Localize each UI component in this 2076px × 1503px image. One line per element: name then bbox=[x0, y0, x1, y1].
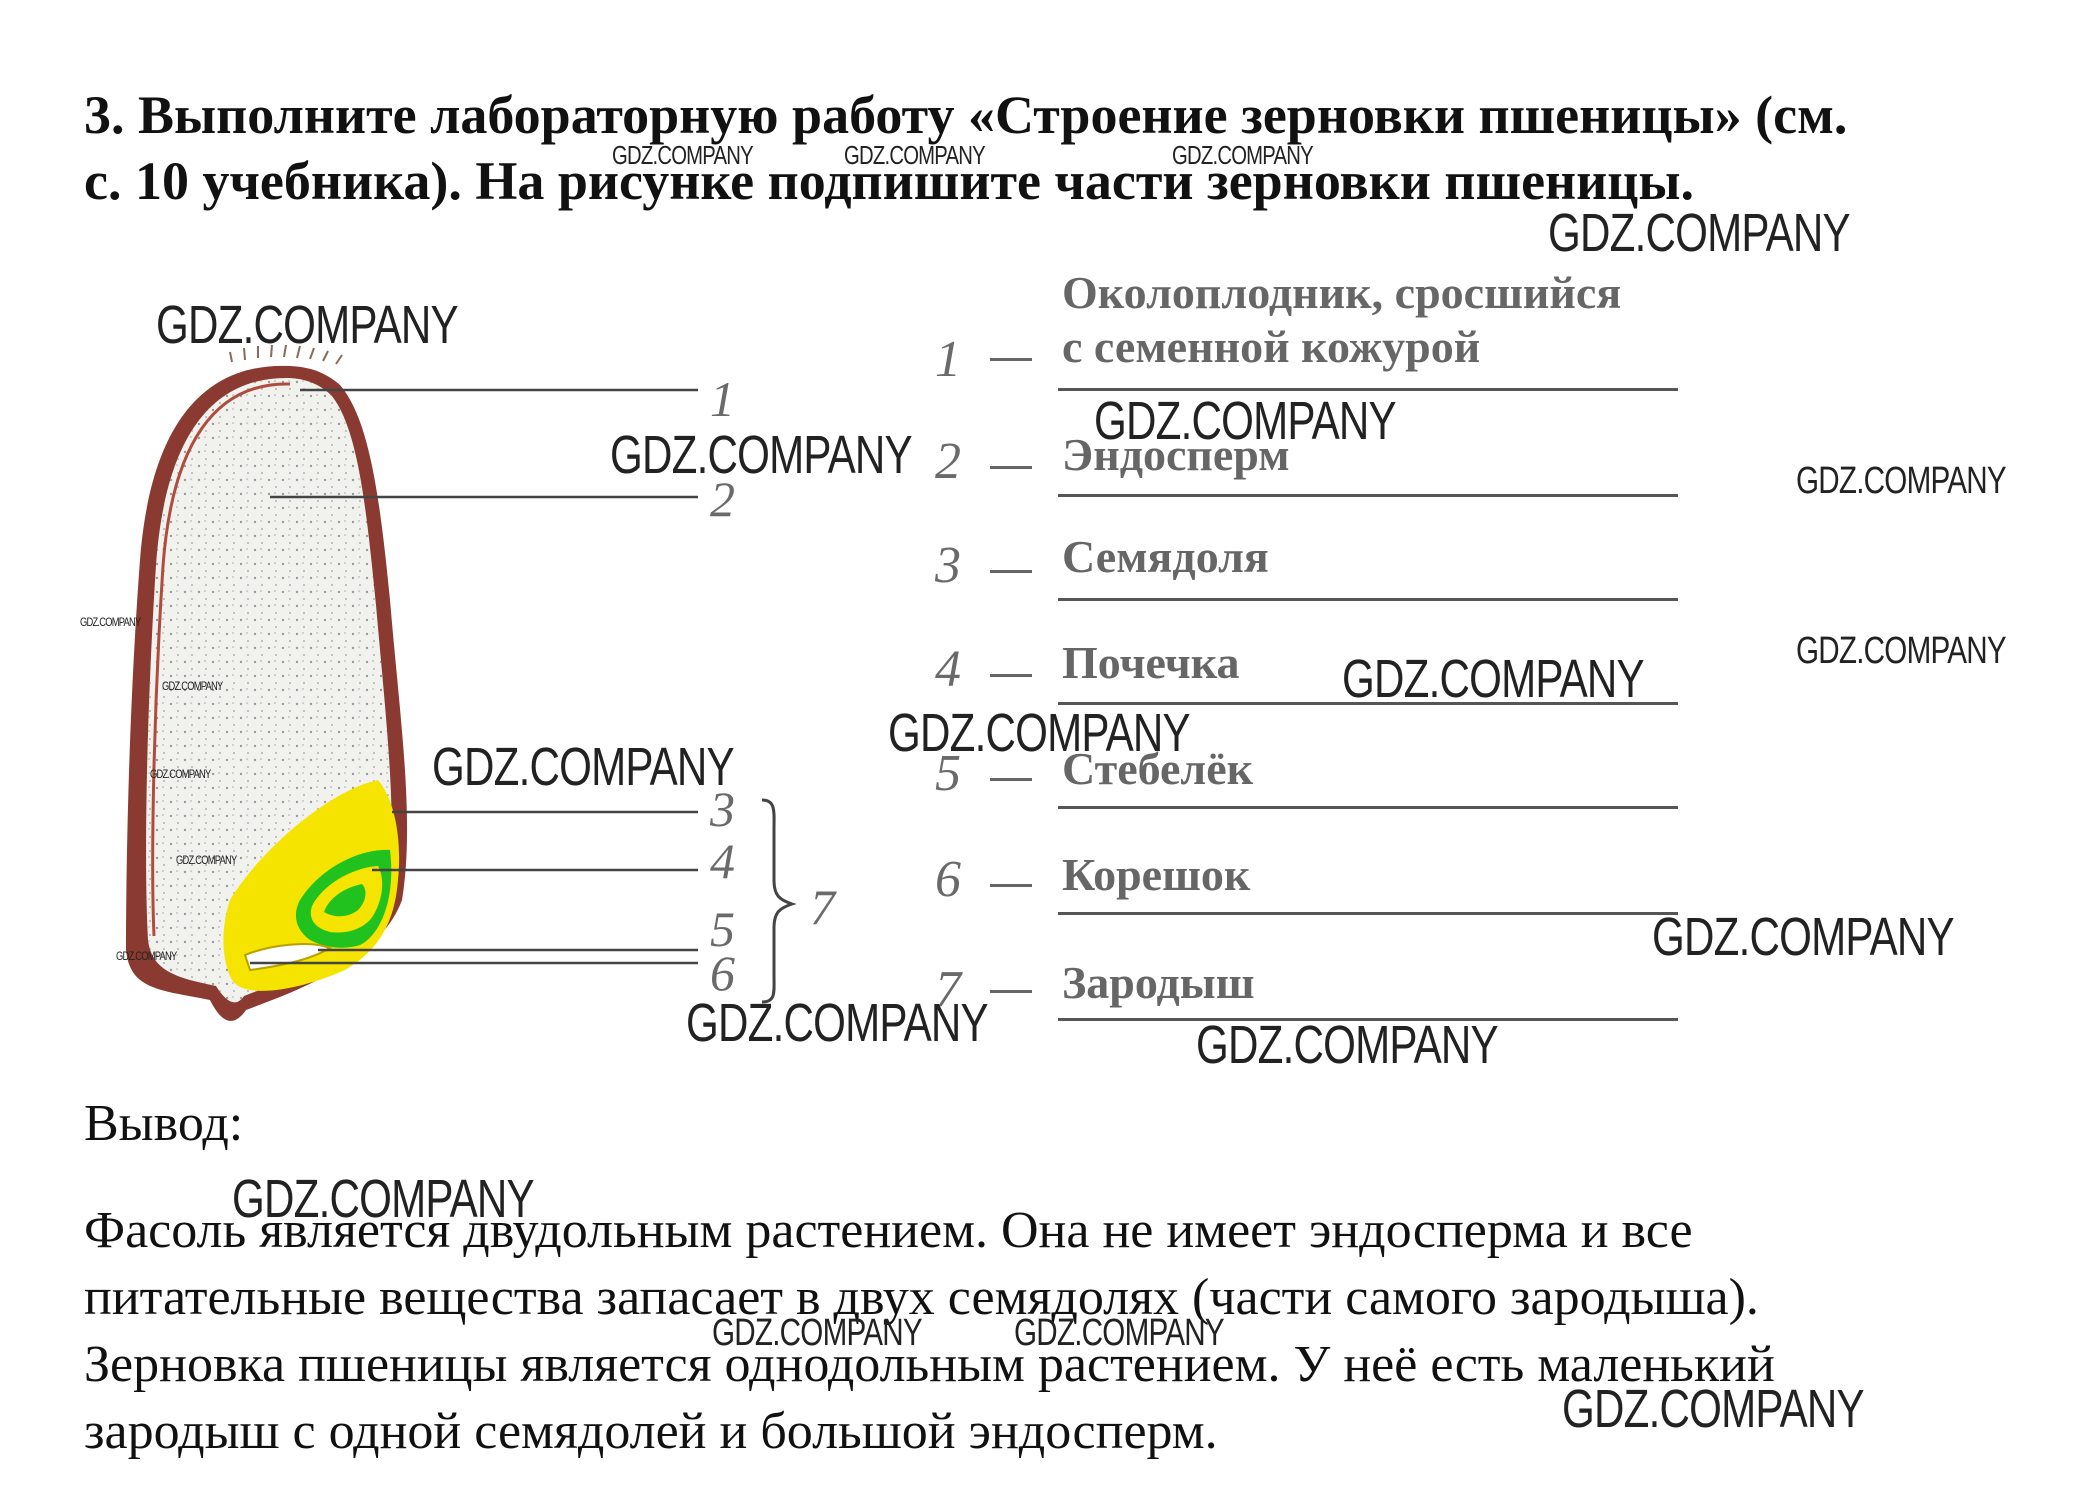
watermark: GDZ.COMPANY bbox=[150, 767, 211, 781]
watermark: GDZ.COMPANY bbox=[116, 949, 177, 963]
watermark: GDZ.COMPANY bbox=[156, 295, 459, 355]
conclusion-line-1: Фасоль является двудольным растением. Он… bbox=[84, 1202, 1693, 1259]
conclusion-heading: Вывод: bbox=[84, 1095, 244, 1152]
conclusion-line-4: зародыш с одной семядолей и большой эндо… bbox=[84, 1403, 1218, 1460]
watermark: GDZ.COMPANY bbox=[432, 737, 735, 797]
conclusion-text: Фасоль является двудольным растением. Он… bbox=[84, 1197, 2034, 1465]
marker-5: 5 bbox=[710, 901, 735, 957]
watermark: GDZ.COMPANY bbox=[1196, 1015, 1499, 1075]
conclusion-line-3: Зерновка пшеницы является однодольным ра… bbox=[84, 1336, 1775, 1393]
watermark: GDZ.COMPANY bbox=[1652, 907, 1955, 967]
task-title-line-1: 3. Выполните лабораторную работу «Строен… bbox=[84, 85, 1848, 145]
watermark: GDZ.COMPANY bbox=[1094, 391, 1397, 451]
watermark: GDZ.COMPANY bbox=[80, 615, 141, 629]
watermark: GDZ.COMPANY bbox=[232, 1169, 535, 1229]
task-title-line-2: с. 10 учебника). На рисунке подпишите ча… bbox=[84, 151, 1695, 211]
watermark: GDZ.COMPANY bbox=[712, 1312, 923, 1354]
watermark: GDZ.COMPANY bbox=[888, 703, 1191, 763]
task-title: 3. Выполните лабораторную работу «Строен… bbox=[84, 82, 2044, 214]
marker-6: 6 bbox=[710, 945, 735, 1001]
conclusion-line-2: питательные вещества запасает в двух сем… bbox=[84, 1269, 1759, 1326]
grain-hairs bbox=[229, 344, 343, 365]
watermark: GDZ.COMPANY bbox=[176, 853, 237, 867]
watermark: GDZ.COMPANY bbox=[1548, 203, 1851, 263]
watermark: GDZ.COMPANY bbox=[686, 993, 989, 1053]
watermark: GDZ.COMPANY bbox=[162, 679, 223, 693]
embryo-brace bbox=[761, 798, 797, 1004]
marker-3: 3 bbox=[709, 781, 735, 837]
watermark: GDZ.COMPANY bbox=[1342, 649, 1645, 709]
marker-4: 4 bbox=[710, 833, 735, 889]
watermark: GDZ.COMPANY bbox=[1796, 460, 2007, 502]
watermark: GDZ.COMPANY bbox=[1562, 1379, 1865, 1439]
marker-7: 7 bbox=[810, 879, 837, 935]
watermark: GDZ.COMPANY bbox=[610, 425, 913, 485]
watermark: GDZ.COMPANY bbox=[844, 140, 986, 170]
watermark: GDZ.COMPANY bbox=[1014, 1312, 1225, 1354]
seed-coat-inner-line bbox=[151, 382, 291, 937]
leader-lines bbox=[250, 388, 698, 965]
watermark: GDZ.COMPANY bbox=[1172, 140, 1314, 170]
marker-2: 2 bbox=[710, 471, 735, 527]
watermark: GDZ.COMPANY bbox=[612, 140, 754, 170]
watermark: GDZ.COMPANY bbox=[1796, 630, 2007, 672]
marker-1: 1 bbox=[710, 371, 735, 427]
